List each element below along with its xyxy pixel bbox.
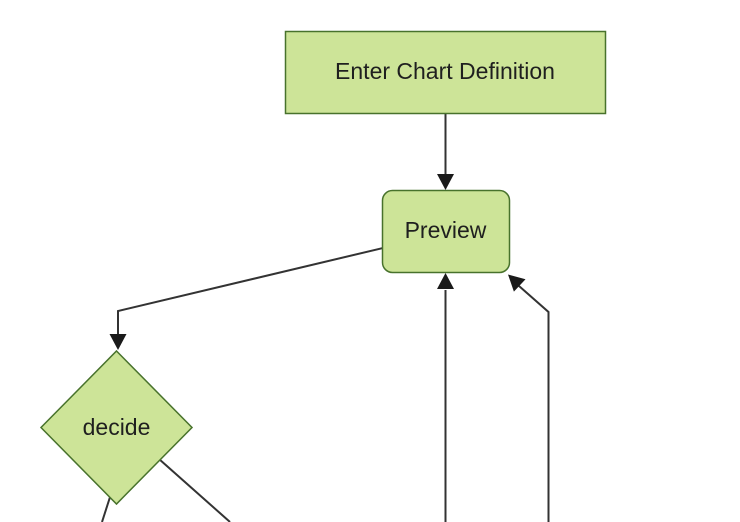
edge-bottom-right-to-preview	[518, 285, 550, 522]
arrowhead-preview-to-decide	[109, 334, 127, 350]
node-shape-decide	[39, 349, 194, 506]
node-shape-enter-chart-definition	[284, 30, 607, 115]
node-shape-preview	[381, 189, 511, 274]
edge-preview-to-decide	[117, 247, 384, 336]
arrowhead-enter-to-preview	[437, 174, 454, 190]
edge-decide-to-bottom-left	[101, 493, 112, 522]
arrowhead-bottom-right-to-preview	[508, 274, 526, 292]
arrowhead-bottom-center-to-preview	[437, 273, 454, 289]
edge-decide-to-bottom-right	[158, 458, 231, 522]
